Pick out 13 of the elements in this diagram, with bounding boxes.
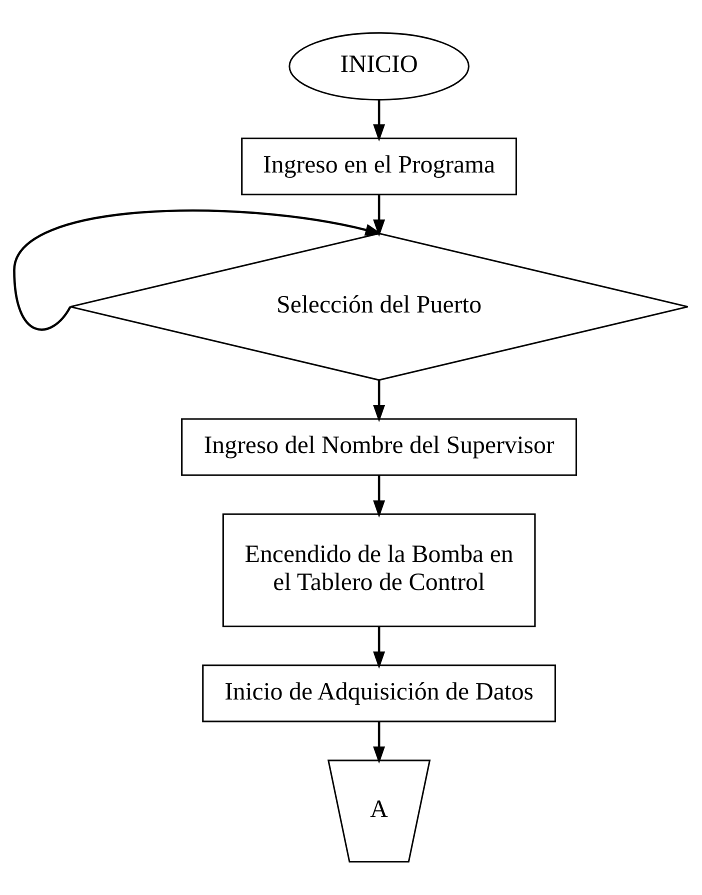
node-box: Ingreso del Nombre del Supervisor bbox=[181, 418, 578, 476]
node-box: Encendido de la Bomba en el Tablero de Control bbox=[222, 513, 536, 628]
node-diamond: Selección del Puerto bbox=[70, 232, 689, 381]
arrow bbox=[373, 475, 386, 518]
arrow bbox=[373, 626, 386, 669]
arrow bbox=[373, 100, 386, 142]
arrow bbox=[373, 195, 386, 237]
node-box: Inicio de Adquisición de Datos bbox=[202, 664, 556, 722]
node-ellipse: INICIO bbox=[288, 32, 470, 100]
arrow bbox=[13, 209, 382, 330]
arrow bbox=[373, 380, 386, 422]
arrow bbox=[373, 722, 386, 764]
node-box: Ingreso en el Programa bbox=[241, 138, 518, 196]
